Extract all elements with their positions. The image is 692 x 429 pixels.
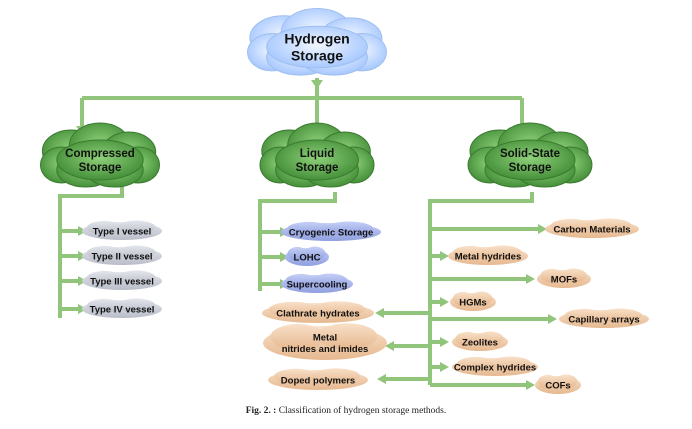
solid-left-item-label: Doped polymers: [281, 375, 355, 386]
arrowhead: [526, 274, 535, 284]
compressed-item-cloud: [82, 220, 162, 240]
arrowhead: [440, 297, 449, 307]
arrowhead: [440, 337, 449, 347]
arrowhead: [385, 341, 394, 351]
compressed-item-label: Type IV vessel: [90, 305, 155, 316]
solid-item-cloud: [545, 218, 639, 238]
liquid-item-cloud: [281, 273, 353, 293]
solid-item-cloud: [535, 374, 581, 394]
compressed-item-cloud: [82, 270, 162, 290]
liquid-item-label: LOHC: [294, 253, 321, 264]
root-cloud: [247, 8, 387, 76]
root-label: Storage: [291, 47, 343, 63]
liquid-item-cloud: [285, 246, 329, 266]
solid-left-item-label: nitrides and imides: [282, 344, 369, 355]
liquid-item-label: Cryogenic Storage: [289, 228, 373, 239]
solid-item-cloud: [559, 308, 649, 328]
compressed-item-label: Type II vessel: [91, 252, 152, 263]
liquid-item-cloud: [281, 221, 381, 241]
category-cloud-solid: [467, 122, 593, 188]
category-cloud-liquid: [259, 122, 375, 188]
solid-item-label: MOFs: [551, 275, 577, 286]
root-label: Hydrogen: [284, 31, 349, 47]
compressed-item-label: Type I vessel: [93, 227, 151, 238]
arrowhead: [311, 80, 323, 89]
solid-left-item-label: Metal: [313, 333, 337, 344]
category-cloud-compressed: [39, 122, 161, 188]
arrowhead: [377, 374, 386, 384]
arrowhead: [440, 251, 449, 261]
solid-left-item-label: Clathrate hydrates: [276, 308, 359, 319]
caption-text: Classification of hydrogen storage metho…: [278, 406, 447, 416]
arrowhead: [440, 362, 449, 372]
figure-caption: Fig. 2. : Classification of hydrogen sto…: [0, 406, 692, 416]
compressed-item-cloud: [82, 298, 162, 318]
arrowhead: [538, 224, 547, 234]
category-label-liquid: Storage: [296, 162, 339, 174]
category-label-solid: Solid-State: [500, 148, 560, 160]
category-label-solid: Storage: [509, 162, 552, 174]
compressed-item-label: Type III vessel: [90, 277, 154, 288]
liquid-item-label: Supercooling: [287, 280, 348, 291]
arrowhead: [526, 380, 535, 390]
solid-item-cloud: [537, 268, 591, 288]
solid-item-cloud: [450, 291, 496, 311]
arrowhead: [280, 252, 289, 262]
solid-item-cloud: [448, 245, 528, 265]
solid-item-label: Metal hydrides: [455, 252, 522, 263]
arrowhead: [375, 308, 384, 318]
category-label-compressed: Compressed: [65, 148, 135, 160]
labels-layer: HydrogenStorageCompressedStorageLiquidSt…: [65, 31, 639, 392]
arrowhead: [548, 314, 557, 324]
solid-item-cloud: [452, 356, 538, 376]
category-label-compressed: Storage: [79, 162, 122, 174]
solid-item-label: Carbon Materials: [553, 225, 630, 236]
connector-lines: [58, 78, 550, 387]
category-label-liquid: Liquid: [300, 148, 335, 160]
solid-item-label: HGMs: [459, 298, 486, 309]
solid-item-label: Zeolites: [462, 338, 498, 349]
solid-item-label: Capillary arrays: [568, 315, 639, 326]
solid-left-item-cloud: [268, 368, 368, 390]
solid-item-label: Complex hydrides: [454, 363, 536, 374]
solid-item-label: COFs: [545, 381, 570, 392]
solid-left-item-cloud: [263, 323, 387, 360]
compressed-item-cloud: [82, 245, 162, 265]
caption-label: Fig. 2. :: [245, 406, 277, 416]
solid-left-item-cloud: [262, 301, 374, 323]
clouds-layer: [39, 8, 649, 394]
solid-item-cloud: [452, 331, 508, 351]
